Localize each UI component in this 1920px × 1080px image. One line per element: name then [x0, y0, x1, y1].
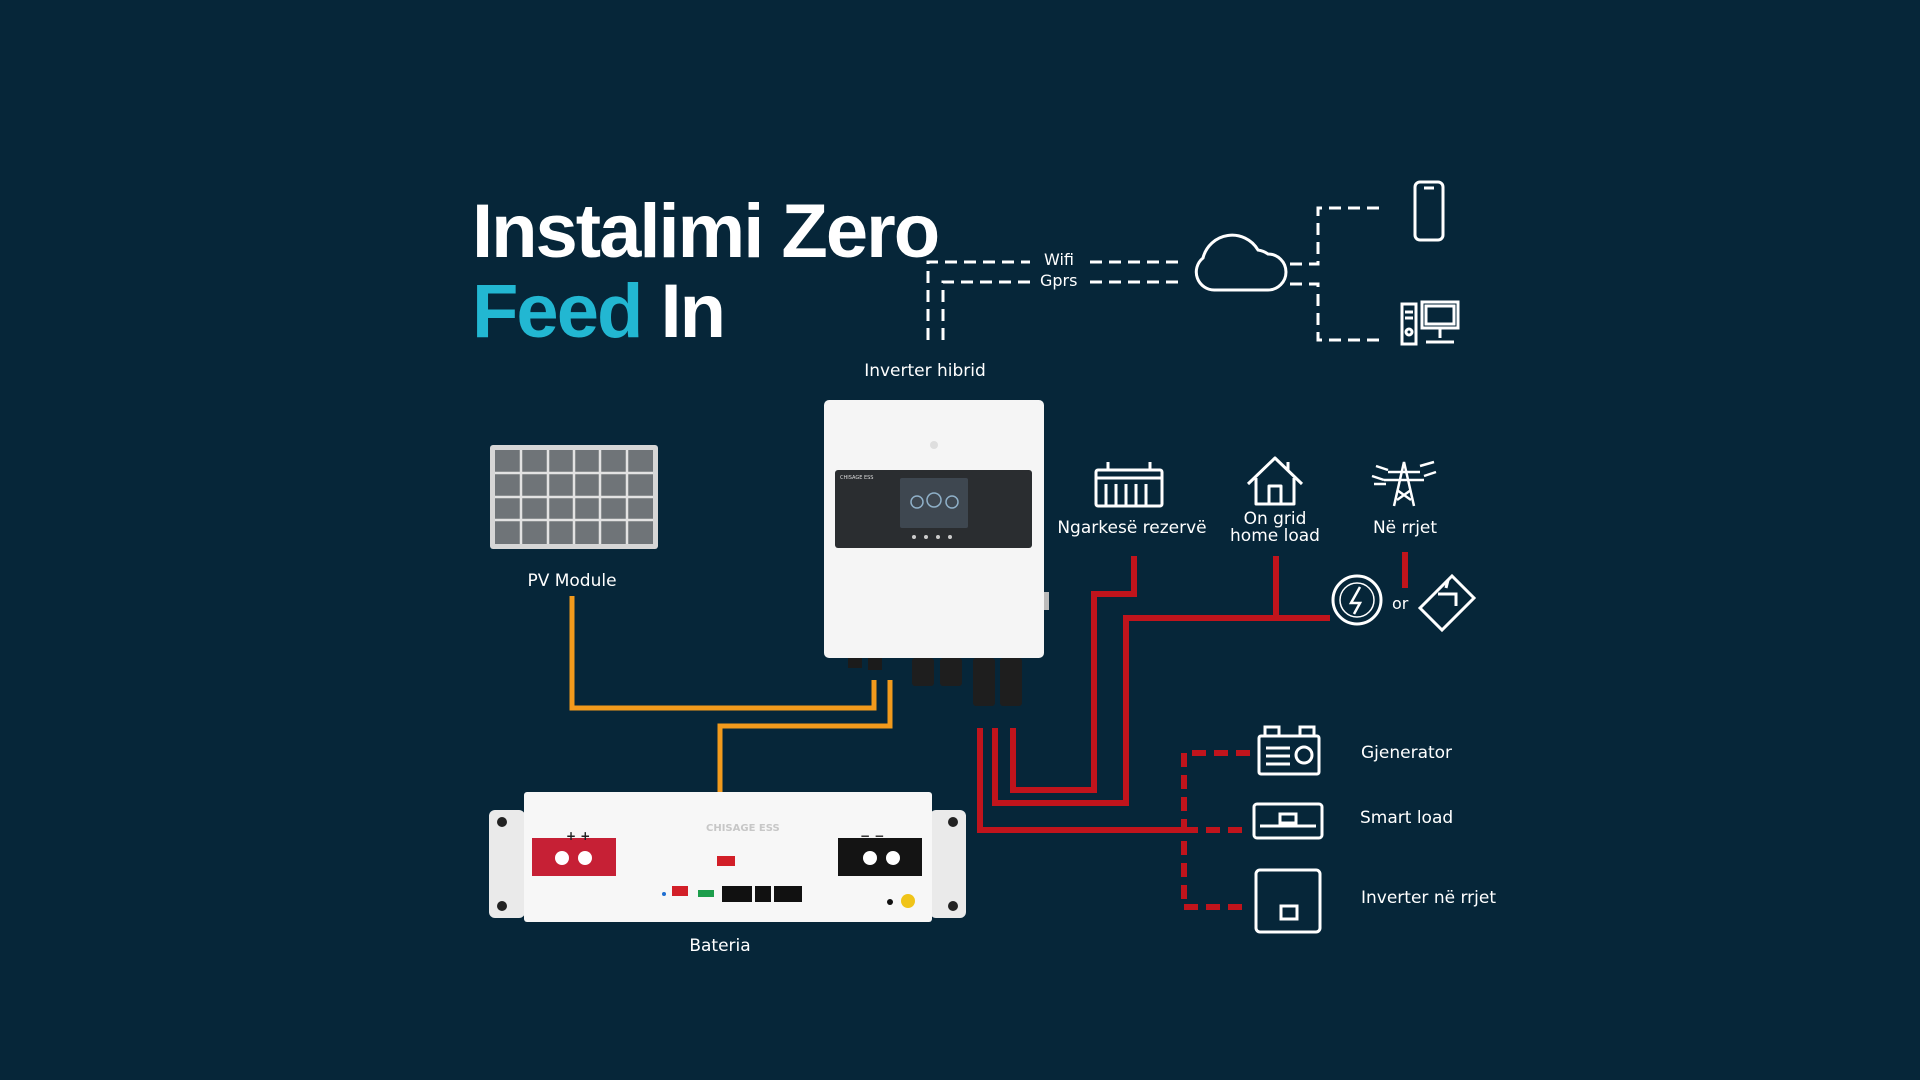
backup-load-icon: [1094, 462, 1164, 508]
generator-label: Gjenerator: [1361, 743, 1453, 763]
title-rest: In: [660, 269, 727, 354]
pv-module-label: PV Module: [527, 571, 617, 591]
phone-icon: [1413, 180, 1445, 242]
ac-lines: [977, 552, 1408, 833]
grid-meter-line: [992, 615, 1330, 806]
desktop-computer-icon: [1400, 300, 1460, 346]
gprs-link-left: [941, 280, 1030, 340]
house-icon: [1246, 456, 1304, 506]
inverter-brand: CHISAGE ESS: [840, 475, 873, 481]
title-accent: Feed: [472, 269, 643, 354]
battery-dc-line: [717, 680, 893, 792]
generator-bus-line: [977, 728, 1184, 833]
grid-tower-icon: [1371, 460, 1437, 507]
home-load-label: On grid home load: [1230, 511, 1320, 545]
battery-device: [489, 792, 966, 922]
backup-load-line: [1010, 556, 1137, 793]
ac-dashed-lines: [1181, 750, 1250, 910]
title-line-2: Feed In: [472, 274, 726, 350]
battery-brand: CHISAGE ESS: [706, 823, 780, 834]
battery-label: Bateria: [689, 936, 751, 956]
home-load-label-line1: On grid: [1243, 509, 1307, 529]
energy-meter-icon: [1331, 574, 1383, 626]
wifi-link-left: [926, 260, 1030, 340]
home-load-label-line2: home load: [1230, 526, 1320, 546]
smart-load-icon: [1252, 802, 1324, 840]
generator-inverter-link: [1181, 750, 1250, 910]
cloud-pc-link: [1290, 282, 1385, 342]
pv-dc-line: [569, 596, 877, 711]
grid-inverter-icon: [1254, 868, 1322, 934]
inverter-label: Inverter hibrid: [864, 361, 986, 381]
generator-icon: [1257, 725, 1321, 776]
battery-plus-terminals: + +: [566, 829, 590, 843]
comm-links: [926, 206, 1385, 342]
title-line-1: Instalimi Zero: [472, 189, 940, 274]
ct-clamp-icon: [1417, 573, 1477, 633]
pv-module-icon: [490, 445, 658, 549]
smart-load-label: Smart load: [1360, 808, 1454, 828]
hybrid-inverter-device: [824, 400, 1049, 706]
gprs-label: Gprs: [1040, 271, 1078, 290]
wifi-label: Wifi: [1044, 250, 1074, 269]
cloud-icon: [1194, 233, 1288, 292]
backup-load-label: Ngarkesë rezervë: [1057, 518, 1207, 538]
cloud-phone-link: [1290, 206, 1385, 266]
grid-label: Në rrjet: [1372, 518, 1438, 538]
grid-inverter-label: Inverter në rrjet: [1361, 888, 1496, 908]
or-label: or: [1392, 594, 1409, 613]
battery-minus-terminals: − −: [860, 829, 884, 843]
